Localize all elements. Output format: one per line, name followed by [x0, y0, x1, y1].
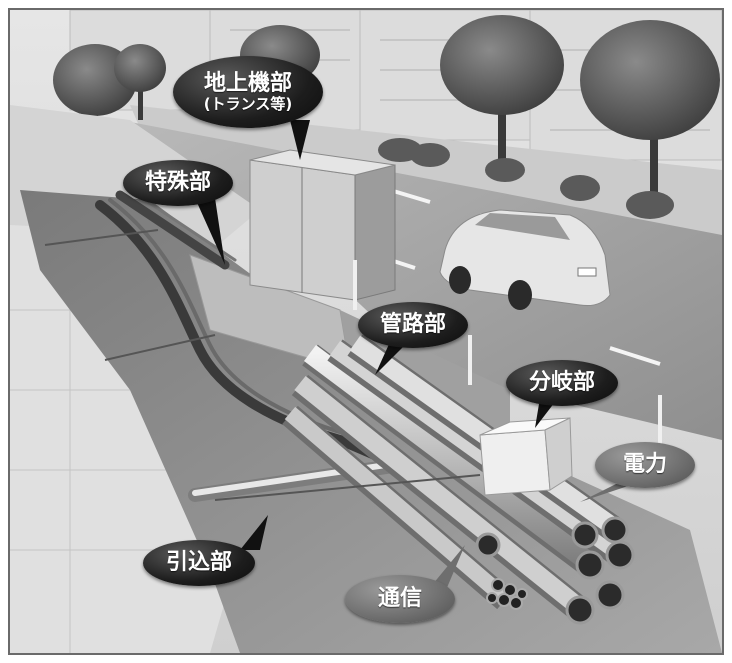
callout-leader-lines: [44, 229, 481, 501]
guard-posts: [353, 260, 662, 450]
callout-service-drop: 引込部: [143, 540, 255, 586]
callout-special-section: 特殊部: [123, 160, 233, 206]
callout-conduit-section: 管路部: [358, 302, 468, 348]
transformer-cabinet: [249, 149, 396, 301]
callout-power: 電力: [595, 442, 695, 488]
branch-junction-box: [479, 417, 573, 496]
callout-above-ground-unit: 地上機部 (トランス等): [173, 56, 323, 128]
car: [439, 209, 611, 310]
callout-telecom: 通信: [345, 575, 455, 623]
diagram-frame: 地上機部 (トランス等) 特殊部 管路部 分岐部 電力 引込部 通信: [8, 8, 724, 655]
telecom-cable-bundle: [486, 578, 528, 610]
callout-branch-section: 分岐部: [506, 360, 618, 406]
street-trees: [53, 15, 720, 200]
hedges: [378, 138, 674, 219]
underground-utility-scene: [10, 10, 722, 653]
far-sidewalk: [130, 105, 722, 240]
callout-tails: [195, 120, 634, 590]
callout-above-ground-subtitle: (トランス等): [203, 94, 293, 113]
callout-above-ground-title: 地上機部: [203, 70, 292, 96]
